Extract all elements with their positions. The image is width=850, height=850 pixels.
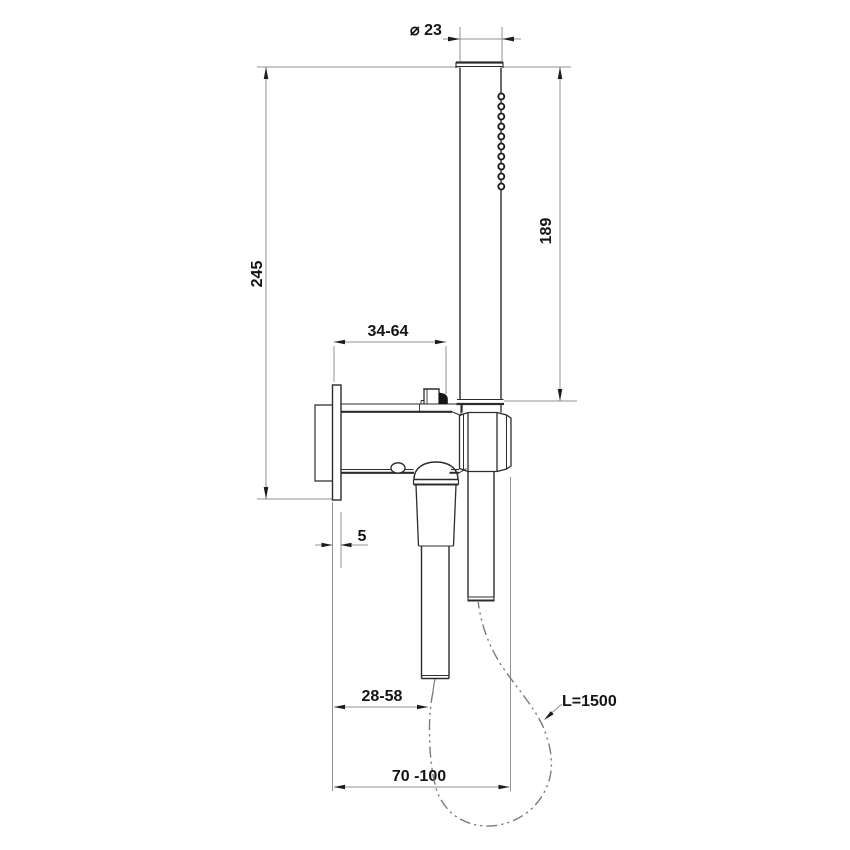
hand-shower-grip bbox=[467, 471, 495, 602]
dim-handle-length-label: 189 bbox=[538, 218, 555, 245]
dim-lower-depth-range-label: 28-58 bbox=[362, 688, 403, 705]
dim-upper-depth-range-label: 34-64 bbox=[368, 323, 409, 340]
dim-handle-diameter: ⌀ 23 bbox=[410, 22, 521, 61]
dim-lower-depth-range: 28-58 bbox=[334, 688, 428, 710]
spray-nozzles bbox=[497, 92, 506, 191]
shower-hose bbox=[428, 601, 553, 827]
dim-handle-diameter-label: ⌀ 23 bbox=[410, 22, 442, 39]
hand-shower-head bbox=[455, 61, 506, 413]
clip-wedge bbox=[439, 392, 448, 404]
dim-overall-depth-range-label: 70 -100 bbox=[392, 768, 446, 785]
dim-overall-depth-range: 70 -100 bbox=[334, 477, 511, 791]
control-lever bbox=[412, 461, 460, 680]
mixer-body bbox=[341, 403, 467, 474]
dim-handle-length: 189 bbox=[504, 67, 577, 402]
dim-hose-length: L=1500 bbox=[544, 693, 617, 720]
concealed-housing bbox=[314, 404, 333, 482]
dim-hose-length-label: L=1500 bbox=[562, 693, 617, 710]
shower-holder bbox=[458, 411, 512, 473]
body-detail-oval bbox=[390, 462, 406, 474]
dim-plate-thickness: 5 bbox=[315, 502, 368, 791]
top-stop-knob bbox=[420, 388, 448, 404]
dim-upper-depth-range: 34-64 bbox=[333, 323, 447, 394]
wall-plate bbox=[331, 384, 342, 501]
dim-overall-height-label: 245 bbox=[249, 261, 266, 288]
dim-plate-thickness-label: 5 bbox=[358, 528, 367, 545]
dim-overall-height: 245 bbox=[249, 67, 341, 500]
